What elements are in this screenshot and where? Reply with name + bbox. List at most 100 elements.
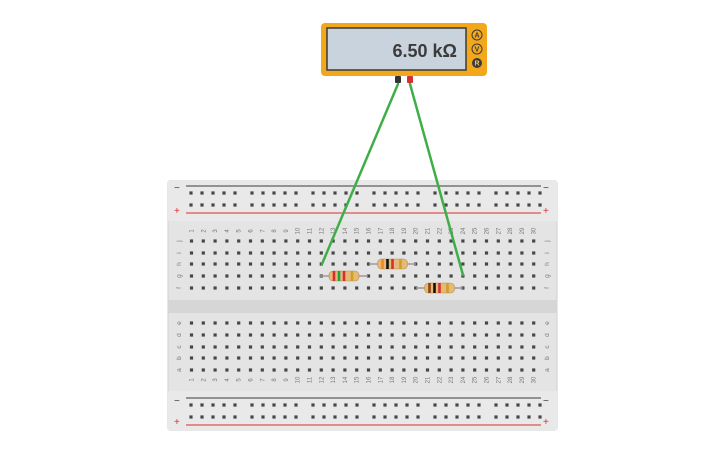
terminal-hole[interactable] [284,368,288,372]
terminal-hole[interactable] [248,239,253,243]
terminal-hole[interactable] [331,333,335,337]
terminal-hole[interactable] [508,274,512,278]
terminal-hole[interactable] [260,262,264,266]
terminal-hole[interactable] [307,345,312,349]
terminal-hole[interactable] [449,321,453,325]
terminal-hole[interactable] [296,262,300,266]
terminal-hole[interactable] [237,239,241,243]
mode-button-ammeter[interactable]: A [471,29,483,41]
rail-hole[interactable] [538,415,542,419]
probe-wire-red[interactable] [408,82,465,277]
terminal-hole[interactable] [284,333,288,337]
terminal-hole[interactable] [520,345,524,349]
terminal-hole[interactable] [366,345,371,349]
terminal-hole[interactable] [189,321,194,325]
terminal-hole[interactable] [496,262,500,266]
terminal-hole[interactable] [201,274,205,278]
probe-wire-black[interactable] [320,82,400,266]
terminal-hole[interactable] [272,251,276,255]
terminal-hole[interactable] [331,239,335,243]
terminal-hole[interactable] [272,274,276,278]
terminal-hole[interactable] [189,345,194,349]
terminal-hole[interactable] [437,333,441,337]
terminal-hole[interactable] [343,368,347,372]
rail-hole[interactable] [505,191,509,195]
terminal-hole[interactable] [390,368,394,372]
rail-hole[interactable] [283,415,287,419]
rail-hole[interactable] [394,415,398,419]
terminal-hole[interactable] [532,239,536,243]
terminal-hole[interactable] [201,356,205,360]
terminal-hole[interactable] [355,356,359,360]
probe-socket-black[interactable] [395,76,401,83]
terminal-hole[interactable] [331,321,335,325]
terminal-hole[interactable] [402,333,406,337]
rail-hole[interactable] [322,191,326,195]
terminal-hole[interactable] [307,262,312,266]
rail-hole[interactable] [372,415,376,419]
terminal-hole[interactable] [260,321,264,325]
rail-hole[interactable] [189,403,193,407]
terminal-hole[interactable] [272,286,276,290]
terminal-hole[interactable] [414,274,418,278]
terminal-hole[interactable] [225,274,229,278]
terminal-hole[interactable] [189,356,194,360]
terminal-hole[interactable] [520,356,524,360]
rail-hole[interactable] [405,403,409,407]
terminal-hole[interactable] [272,239,276,243]
terminal-hole[interactable] [284,239,288,243]
rail-hole[interactable] [272,403,276,407]
rail-hole[interactable] [455,203,459,207]
terminal-hole[interactable] [414,251,418,255]
terminal-hole[interactable] [437,321,441,325]
terminal-hole[interactable] [296,286,300,290]
terminal-hole[interactable] [496,345,500,349]
rail-hole[interactable] [405,191,409,195]
terminal-hole[interactable] [390,321,394,325]
rail-hole[interactable] [444,203,448,207]
terminal-hole[interactable] [319,333,323,337]
rail-hole[interactable] [538,203,542,207]
terminal-hole[interactable] [272,368,276,372]
terminal-hole[interactable] [319,321,323,325]
terminal-hole[interactable] [461,239,465,243]
terminal-hole[interactable] [496,251,500,255]
rail-hole[interactable] [455,191,459,195]
rail-hole[interactable] [433,403,437,407]
terminal-hole[interactable] [355,368,359,372]
terminal-hole[interactable] [366,251,371,255]
rail-hole[interactable] [200,403,204,407]
rail-hole[interactable] [272,203,276,207]
terminal-hole[interactable] [284,262,288,266]
terminal-hole[interactable] [272,333,276,337]
terminal-hole[interactable] [414,356,418,360]
terminal-hole[interactable] [366,356,371,360]
terminal-hole[interactable] [331,286,335,290]
terminal-hole[interactable] [496,356,500,360]
terminal-hole[interactable] [520,368,524,372]
terminal-hole[interactable] [201,262,205,266]
terminal-hole[interactable] [532,345,536,349]
terminal-hole[interactable] [260,356,264,360]
rail-hole[interactable] [494,415,498,419]
terminal-hole[interactable] [213,368,217,372]
terminal-hole[interactable] [425,356,430,360]
terminal-hole[interactable] [319,345,323,349]
breadboard[interactable]: − + − + − + − + 112233445566778899101011… [167,180,558,431]
rail-hole[interactable] [455,403,459,407]
terminal-hole[interactable] [473,368,477,372]
terminal-hole[interactable] [201,286,205,290]
terminal-hole[interactable] [414,368,418,372]
terminal-hole[interactable] [508,262,512,266]
terminal-hole[interactable] [378,286,382,290]
rail-hole[interactable] [466,191,470,195]
terminal-hole[interactable] [520,262,524,266]
rail-hole[interactable] [405,415,409,419]
rail-hole[interactable] [505,203,509,207]
rail-hole[interactable] [344,403,348,407]
terminal-hole[interactable] [213,274,217,278]
terminal-hole[interactable] [402,251,406,255]
terminal-hole[interactable] [402,356,406,360]
terminal-hole[interactable] [296,274,300,278]
rail-hole[interactable] [333,191,337,195]
